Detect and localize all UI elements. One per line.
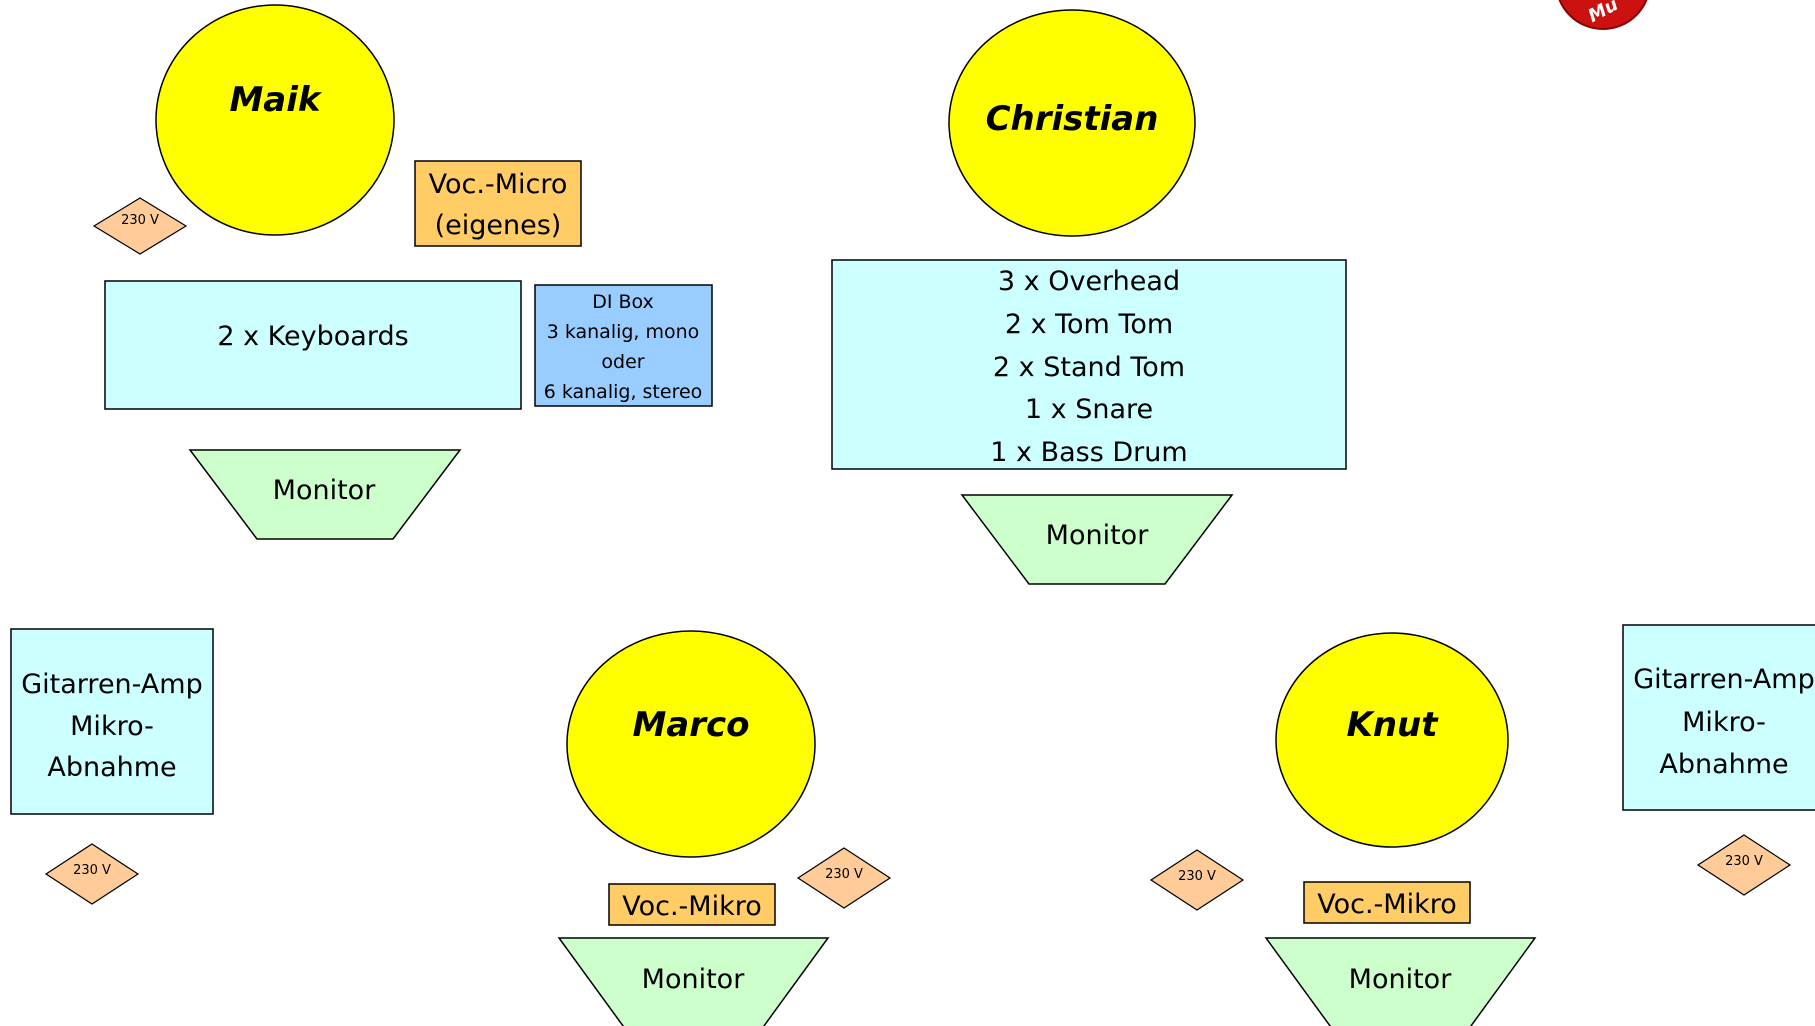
- guitar-amp-line-3: Abnahme: [47, 752, 176, 783]
- musician-christian[interactable]: Christian: [948, 9, 1196, 237]
- monitor-label: Monitor: [1349, 964, 1453, 995]
- drum-item: 3 x Overhead: [998, 266, 1180, 297]
- power-label: 230 V: [825, 867, 863, 882]
- di-box-line-4: 6 kanalig, stereo: [544, 381, 703, 403]
- vocal-micro-line-2: (eigenes): [435, 210, 562, 241]
- drum-item: 1 x Bass Drum: [990, 437, 1187, 468]
- drum-item: 1 x Snare: [1025, 394, 1153, 425]
- di-box-line-1: DI Box: [592, 291, 654, 313]
- person-circle: [566, 630, 816, 858]
- musician-name-christian: Christian: [986, 99, 1159, 139]
- guitar-amp-line-2: Mikro-: [1682, 707, 1766, 738]
- musician-name-maik: Maik: [229, 80, 322, 120]
- person-circle: [948, 9, 1196, 237]
- drum-kit-box[interactable]: 3 x Overhead 2 x Tom Tom 2 x Stand Tom 1…: [831, 259, 1347, 470]
- di-box-line-3: oder: [601, 351, 644, 373]
- drum-item: 2 x Tom Tom: [1005, 309, 1173, 340]
- monitor-marco[interactable]: Monitor: [557, 937, 830, 1026]
- musician-name-marco: Marco: [632, 705, 749, 745]
- vocal-micro-maik[interactable]: Voc.-Micro (eigenes): [414, 160, 582, 247]
- guitar-amp-line-3: Abnahme: [1659, 749, 1788, 780]
- vocal-mic-marco[interactable]: Voc.-Mikro: [608, 883, 776, 926]
- di-box[interactable]: DI Box 3 kanalig, mono oder 6 kanalig, s…: [534, 284, 713, 407]
- drum-item: 2 x Stand Tom: [993, 352, 1185, 383]
- power-outlet-right-amp[interactable]: 230 V: [1696, 834, 1792, 896]
- musician-marco[interactable]: Marco: [566, 630, 816, 858]
- musician-knut[interactable]: Knut: [1275, 632, 1509, 848]
- monitor-maik[interactable]: Monitor: [188, 449, 462, 540]
- person-circle: [1275, 632, 1509, 848]
- power-outlet-knut[interactable]: 230 V: [1149, 849, 1245, 911]
- power-label: 230 V: [121, 213, 159, 228]
- monitor-label: Monitor: [273, 475, 377, 506]
- musician-maik[interactable]: Maik: [155, 4, 395, 236]
- vocal-mic-label: Voc.-Mikro: [1317, 889, 1457, 920]
- power-outlet-maik[interactable]: 230 V: [92, 197, 188, 255]
- vocal-micro-line-1: Voc.-Micro: [429, 169, 568, 200]
- power-outlet-left-amp[interactable]: 230 V: [44, 843, 140, 905]
- di-box-line-2: 3 kanalig, mono: [547, 321, 700, 343]
- guitar-amp-right[interactable]: Gitarren-Amp Mikro- Abnahme: [1622, 624, 1815, 811]
- brand-badge: Mu: [1558, 0, 1648, 30]
- guitar-amp-line-2: Mikro-: [70, 711, 154, 742]
- guitar-amp-left[interactable]: Gitarren-Amp Mikro- Abnahme: [10, 628, 214, 815]
- monitor-christian[interactable]: Monitor: [960, 494, 1234, 585]
- power-label: 230 V: [1725, 854, 1763, 869]
- vocal-mic-label: Voc.-Mikro: [622, 891, 762, 922]
- vocal-mic-knut[interactable]: Voc.-Mikro: [1303, 881, 1471, 924]
- keyboards-label: 2 x Keyboards: [217, 321, 408, 352]
- power-label: 230 V: [73, 863, 111, 878]
- monitor-knut[interactable]: Monitor: [1264, 937, 1537, 1026]
- monitor-label: Monitor: [1046, 520, 1150, 551]
- person-circle: [155, 4, 395, 236]
- power-label: 230 V: [1178, 869, 1216, 884]
- power-outlet-marco[interactable]: 230 V: [796, 847, 892, 909]
- guitar-amp-line-1: Gitarren-Amp: [21, 669, 202, 700]
- keyboards-box[interactable]: 2 x Keyboards: [104, 280, 522, 410]
- musician-name-knut: Knut: [1346, 705, 1439, 745]
- guitar-amp-line-1: Gitarren-Amp: [1633, 664, 1814, 695]
- monitor-label: Monitor: [642, 964, 746, 995]
